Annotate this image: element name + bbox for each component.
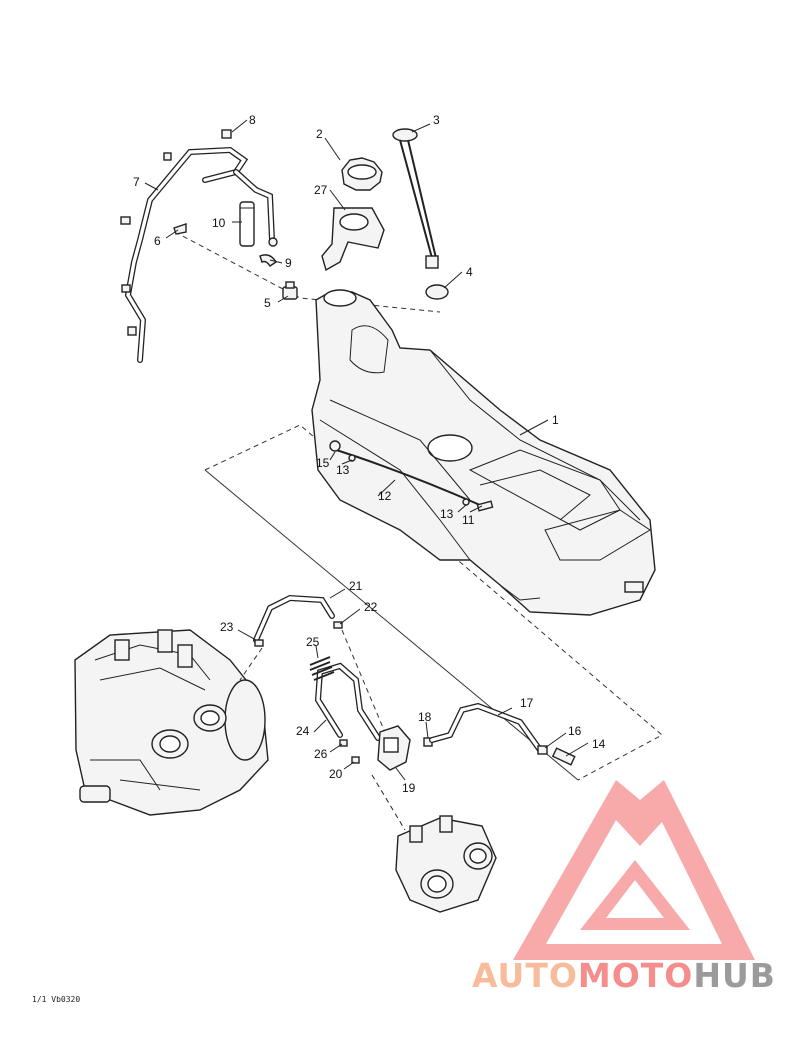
watermark-logo: AUTOMOTOHUB — [472, 780, 776, 995]
fuel-line — [329, 447, 481, 506]
clamp — [462, 498, 470, 506]
fuel-tank — [311, 289, 656, 616]
callout-22: 22 — [364, 600, 378, 614]
clip — [173, 223, 187, 235]
clamp — [351, 756, 360, 764]
figure-reference-code: 1/1 Vb0320 — [32, 995, 80, 1004]
callout-17: 17 — [520, 696, 534, 710]
callout-14: 14 — [592, 737, 606, 751]
watermark-auto: AUTO — [472, 956, 578, 995]
callout-5: 5 — [264, 296, 271, 310]
callout-24: 24 — [296, 724, 310, 738]
callout-12: 12 — [378, 489, 392, 503]
vent-valve — [282, 281, 298, 300]
callout-9: 9 — [285, 256, 292, 270]
watermark-hub: HUB — [693, 956, 776, 995]
fuel-hose — [429, 702, 543, 753]
clamp — [254, 639, 264, 647]
spring — [309, 656, 335, 681]
fuel-hose — [314, 662, 381, 741]
fuel-filter — [239, 201, 255, 247]
callout-numbers: 1 2 3 4 5 6 7 8 9 10 11 12 13 13 14 15 1… — [133, 113, 606, 795]
pulse-hose — [253, 594, 335, 643]
callout-1: 1 — [552, 413, 559, 427]
callout-3: 3 — [433, 113, 440, 127]
clamp — [333, 621, 343, 629]
callout-10: 10 — [212, 216, 226, 230]
callout-4: 4 — [466, 265, 473, 279]
callout-16: 16 — [568, 724, 582, 738]
callout-6: 6 — [154, 234, 161, 248]
callout-8: 8 — [249, 113, 256, 127]
fuel-level-sensor — [392, 128, 439, 269]
callout-13b: 13 — [440, 507, 454, 521]
callout-13a: 13 — [336, 463, 350, 477]
clamp — [348, 454, 356, 462]
callout-7: 7 — [133, 175, 140, 189]
clamp — [339, 739, 348, 747]
callout-11: 11 — [462, 513, 475, 527]
tank-cap — [341, 157, 383, 191]
callout-27: 27 — [314, 183, 328, 197]
tank-assembly-outline — [204, 424, 663, 781]
grommet — [329, 440, 341, 452]
engine — [74, 629, 269, 816]
callout-15: 15 — [316, 456, 330, 470]
callout-18: 18 — [418, 710, 432, 724]
vent-hose — [120, 129, 278, 363]
callout-2: 2 — [316, 127, 323, 141]
hose-clip — [259, 254, 277, 267]
watermark-moto: MOTO — [578, 956, 693, 995]
callout-26: 26 — [314, 747, 328, 761]
grommet — [425, 284, 449, 300]
callout-21: 21 — [349, 579, 363, 593]
callout-19: 19 — [402, 781, 416, 795]
callout-23: 23 — [220, 620, 234, 634]
watermark-brand: AUTOMOTOHUB — [472, 956, 776, 995]
callout-20: 20 — [329, 767, 343, 781]
fuel-pump — [377, 725, 411, 771]
clamp — [537, 745, 548, 755]
carburetor-assembly — [371, 774, 497, 913]
cap-holder — [321, 207, 385, 272]
vent-line-dash — [174, 231, 441, 313]
fitting — [551, 747, 576, 766]
callout-leaders — [144, 119, 589, 781]
callout-25: 25 — [306, 635, 320, 649]
